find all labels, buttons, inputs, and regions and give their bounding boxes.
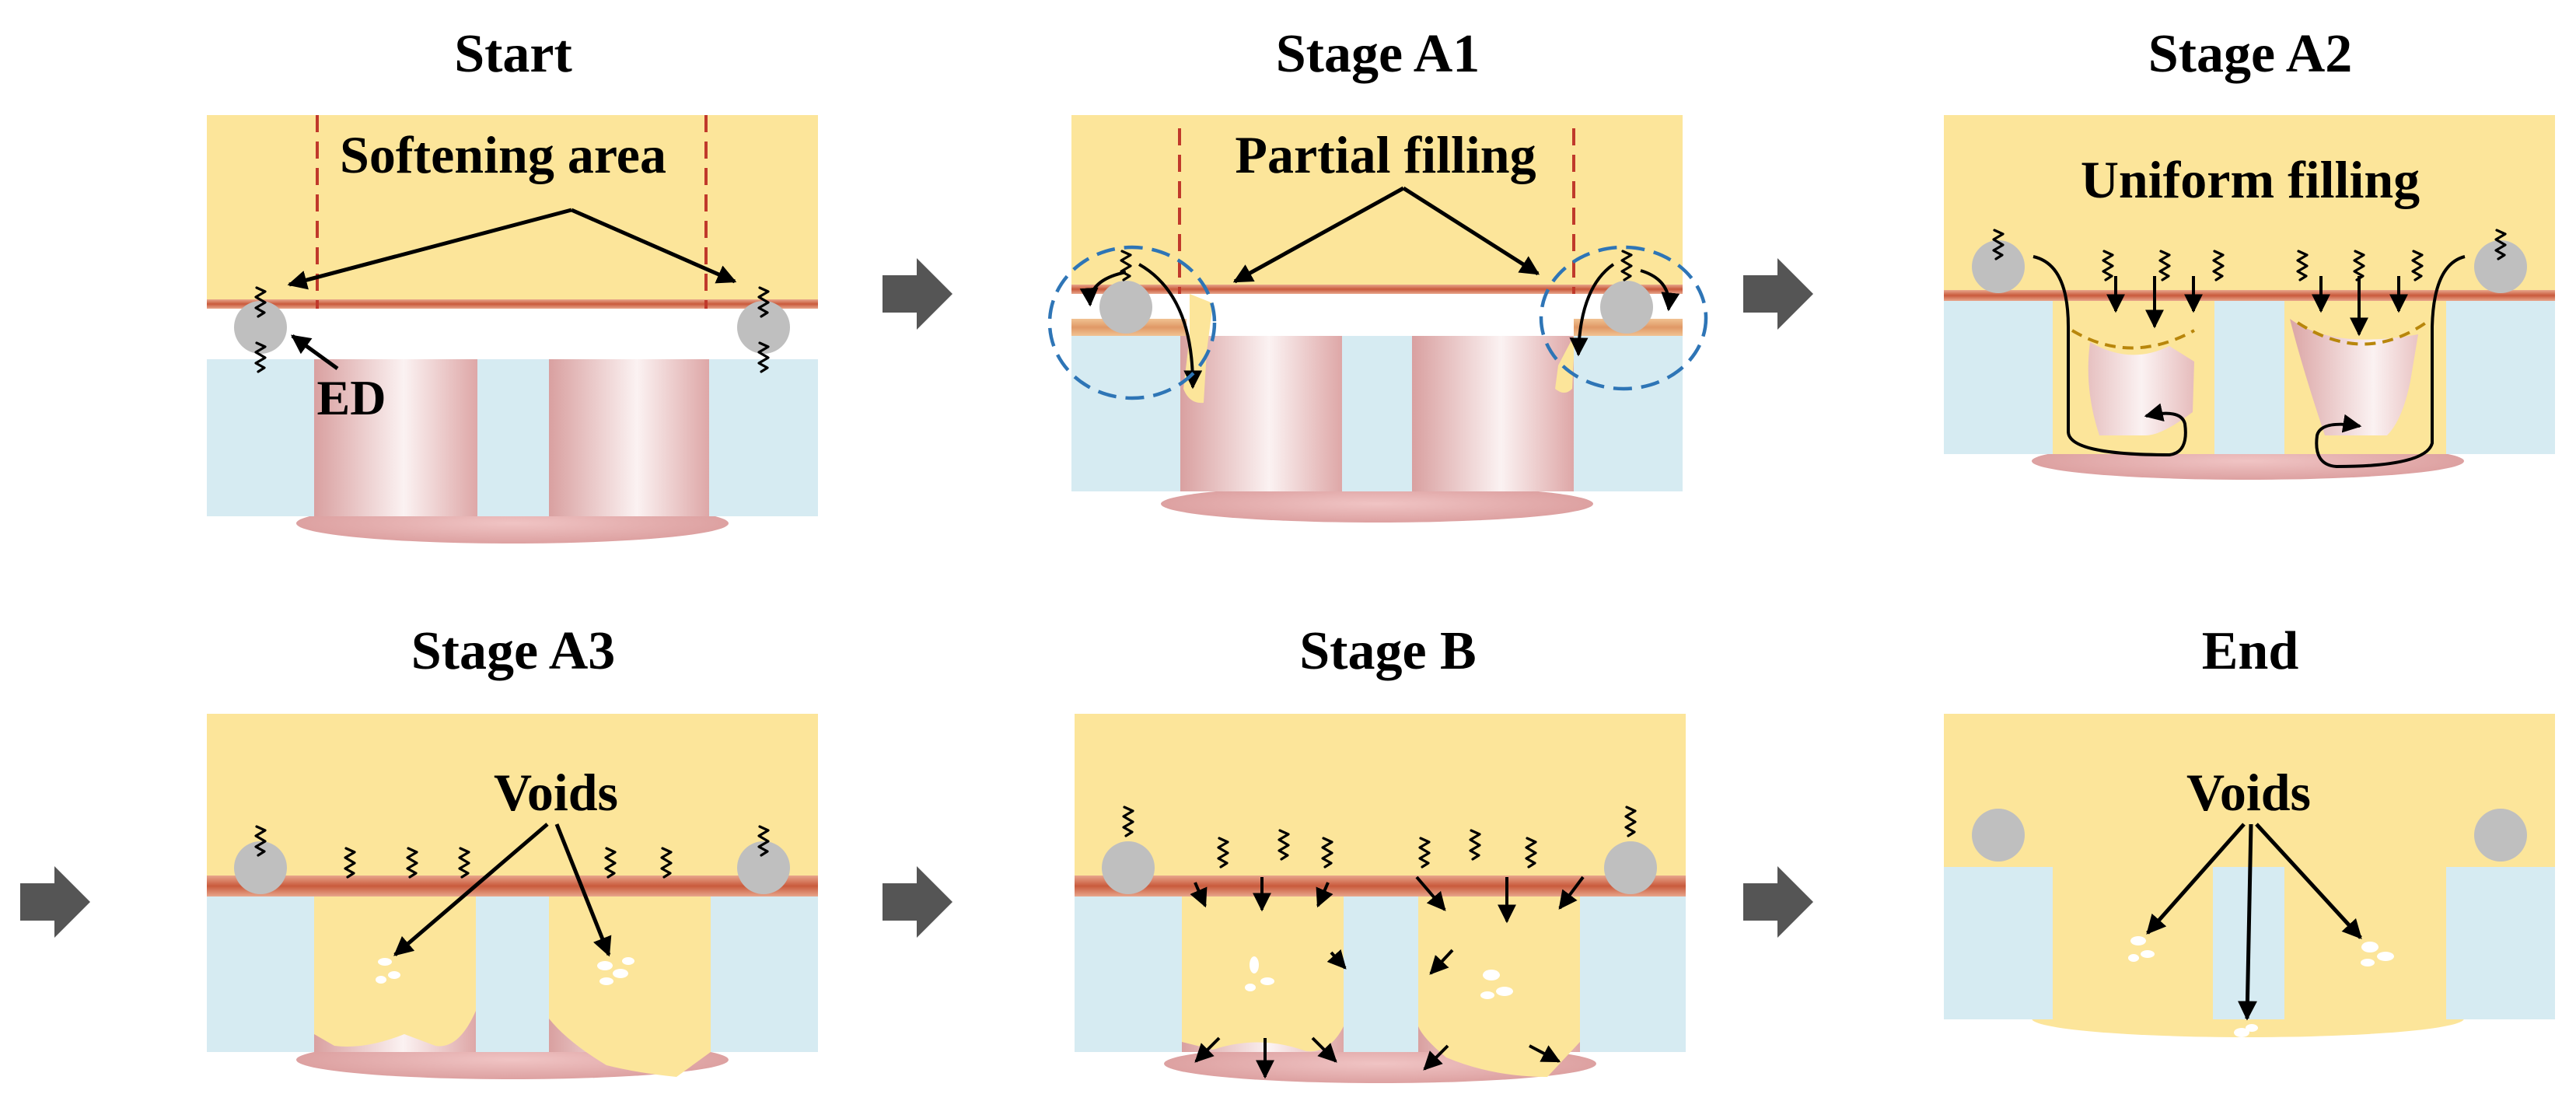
flow-arrow-icon bbox=[1743, 258, 1813, 330]
void bbox=[378, 958, 392, 966]
via-right bbox=[549, 359, 709, 516]
fill-front-left bbox=[2071, 329, 2195, 350]
panel-end: End Voids bbox=[1944, 621, 2555, 1037]
panel-title-stage-b: Stage B bbox=[1299, 621, 1477, 681]
substrate bbox=[207, 359, 818, 516]
highlight-circle-left bbox=[1047, 245, 1217, 400]
annotation-voids-end: Voids bbox=[2186, 763, 2311, 822]
substrate-right bbox=[2446, 867, 2555, 1019]
annotation-softening-area: Softening area bbox=[340, 125, 666, 184]
panel-stage-a3: Stage A3 Voids bbox=[207, 621, 818, 1079]
fill-front-right bbox=[2296, 321, 2427, 346]
flow-arrow-icon bbox=[1743, 866, 1813, 938]
annotation-partial-filling: Partial filling bbox=[1235, 125, 1536, 184]
flow-arrow-icon bbox=[883, 866, 952, 938]
panel-stage-a2: Stage A2 Uniform filling bbox=[1944, 24, 2555, 480]
flow-arrow-icon bbox=[20, 866, 90, 938]
interface-layer bbox=[207, 299, 818, 309]
partial-fill-right bbox=[1555, 295, 1574, 393]
panel-title-start: Start bbox=[454, 24, 572, 84]
panel-title-stage-a2: Stage A2 bbox=[2148, 24, 2353, 84]
flow-arrow-icon bbox=[883, 258, 952, 330]
annotation-uniform-filling: Uniform filling bbox=[2081, 150, 2420, 209]
ball-left bbox=[234, 301, 287, 354]
panel-stage-b: Stage B bbox=[1075, 621, 1686, 1083]
via-left bbox=[314, 359, 477, 516]
highlight-circle-right bbox=[1539, 245, 1708, 391]
panel-start: Start Softening area ED bbox=[207, 24, 818, 544]
annotation-voids-a3: Voids bbox=[494, 763, 618, 822]
panel-stage-a1: Stage A1 Partial filling bbox=[1047, 24, 1708, 523]
substrate-left bbox=[1944, 867, 2053, 1019]
panel-title-stage-a3: Stage A3 bbox=[411, 621, 616, 681]
panel-title-end: End bbox=[2202, 621, 2299, 681]
ball-right bbox=[737, 301, 790, 354]
panel-title-stage-a1: Stage A1 bbox=[1276, 24, 1480, 84]
label-ed: ED bbox=[317, 370, 386, 425]
